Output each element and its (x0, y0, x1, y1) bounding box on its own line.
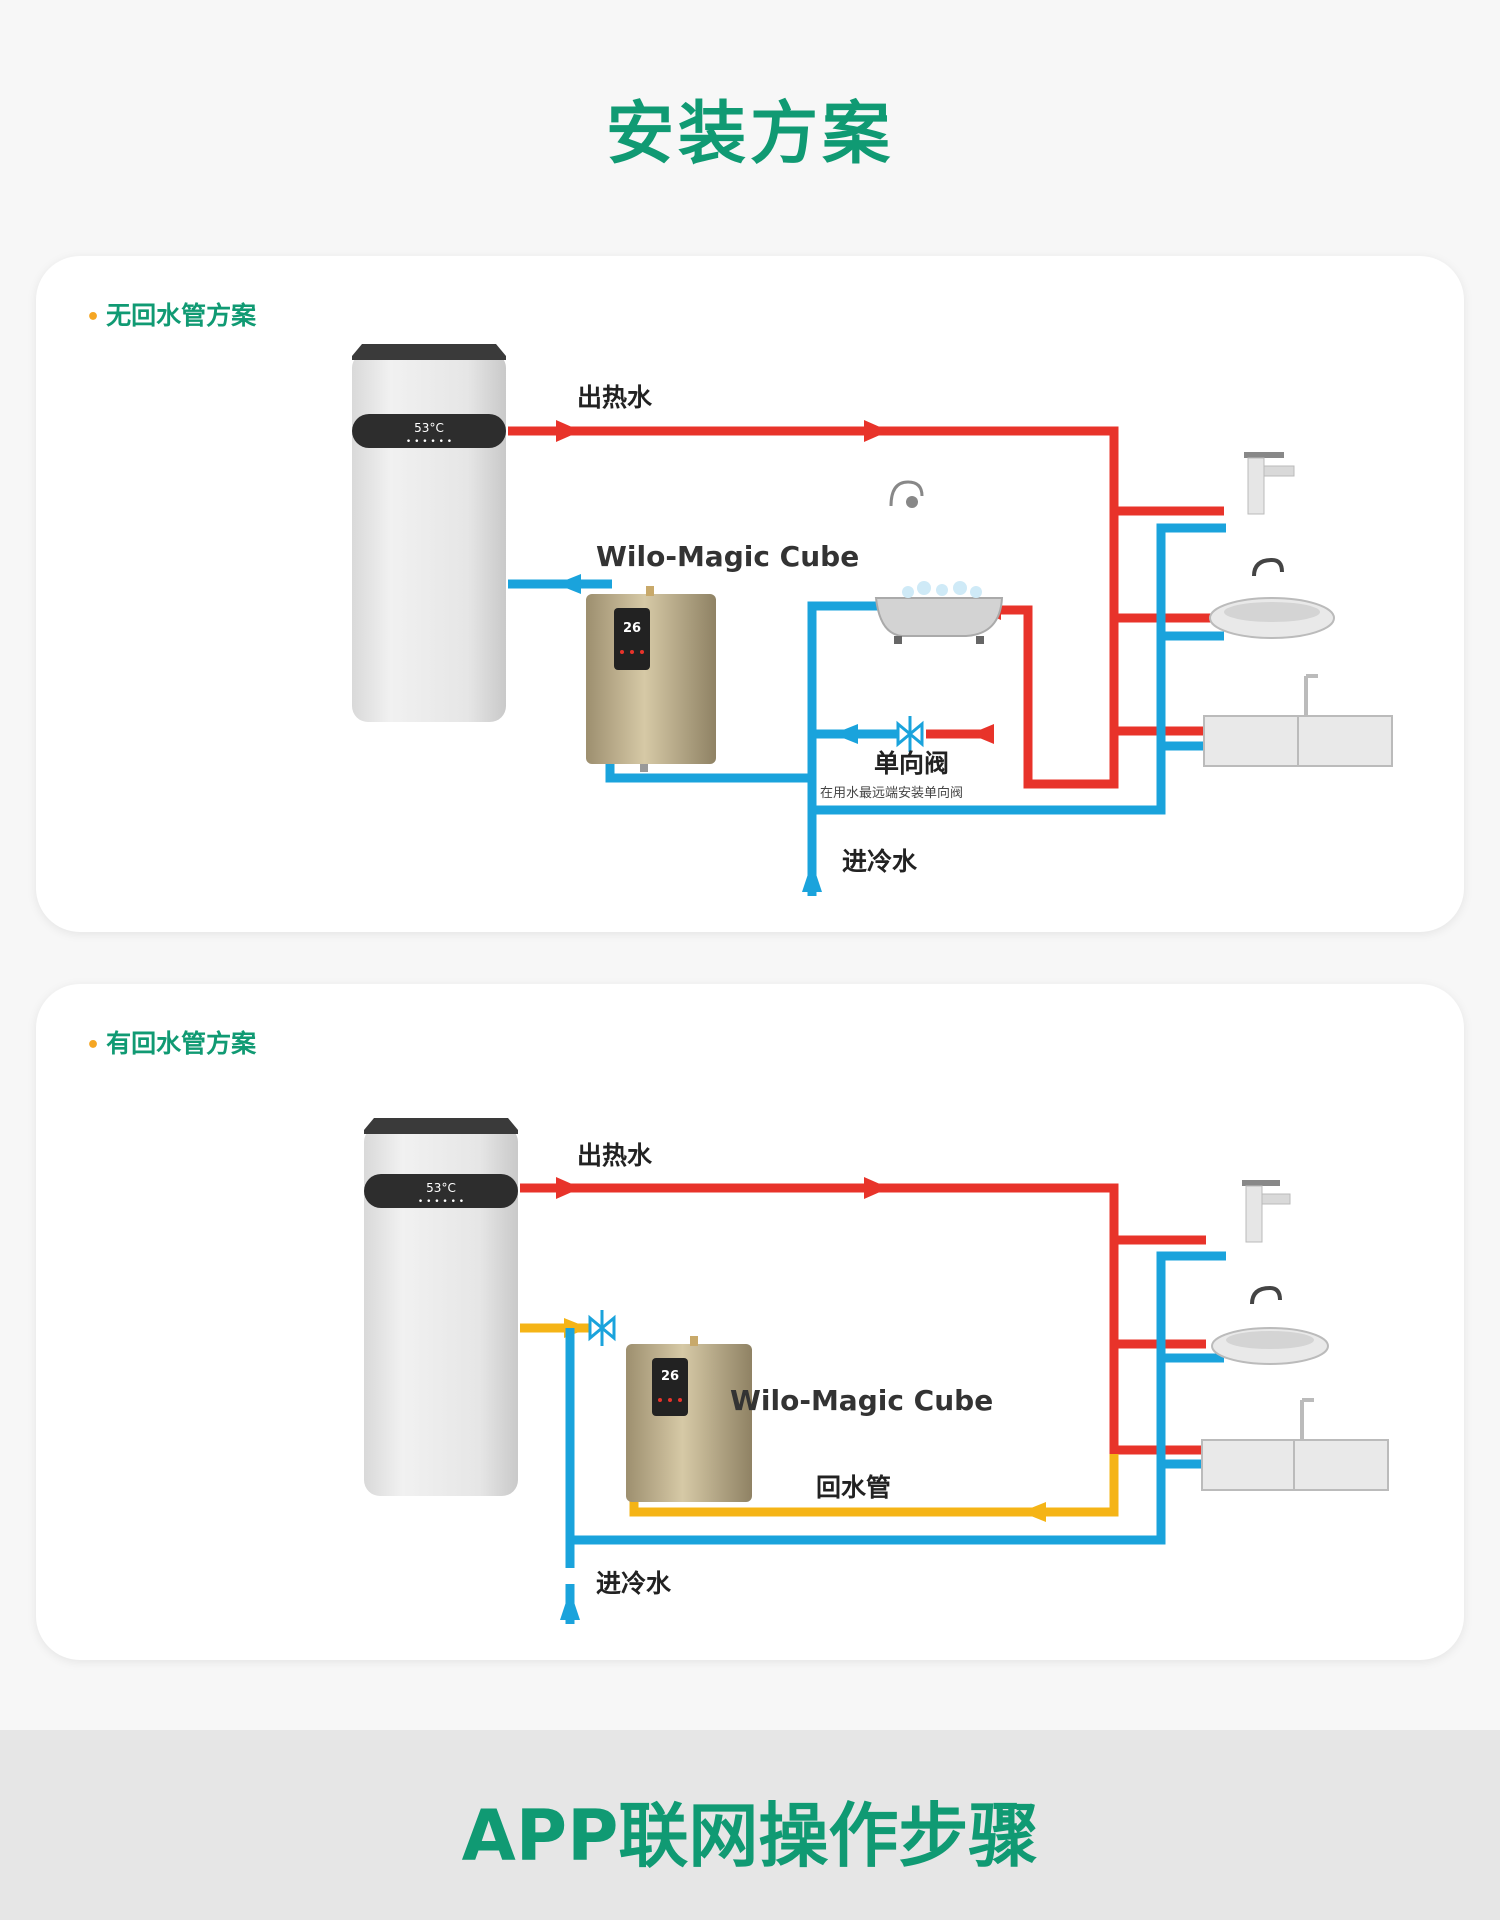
check-valve-label: 单向阀 (874, 749, 950, 778)
cold-water-pipe (508, 523, 1226, 896)
sink-icon (1209, 557, 1335, 639)
arrow-icon (556, 1177, 581, 1199)
page-title: 安装方案 (605, 95, 894, 174)
faucet-icon (1242, 1180, 1291, 1243)
hot-water-out-label: 出热水 (577, 383, 653, 412)
tank-temp-display: 53°C (426, 1181, 456, 1195)
cold-water-in-label: 进冷水 (596, 1569, 672, 1598)
footer-title: APP联网操作步骤 (461, 1795, 1039, 1877)
svg-text:• • • • • •: • • • • • • (418, 1197, 464, 1207)
hot-water-pipe (520, 1183, 1206, 1455)
water-tank: 53°C • • • • • • (352, 344, 506, 722)
check-valve-note: 在用水最远端安装单向阀 (820, 786, 964, 801)
magic-cube-device: 26 (626, 1336, 752, 1502)
device-label: Wilo-Magic Cube (596, 540, 860, 573)
hot-water-out-label: 出热水 (577, 1141, 653, 1170)
magic-cube-device: 26 (586, 586, 716, 772)
plumbing-diagram-no-return: 53°C • • • • • • (352, 344, 1393, 896)
scheme-label: •有回水管方案 (86, 1024, 256, 1060)
scheme-label: •无回水管方案 (86, 296, 256, 332)
arrow-icon (1021, 1502, 1046, 1522)
scheme-label-text: 有回水管方案 (106, 1029, 257, 1058)
check-valve-icon (588, 1310, 616, 1346)
footer-band: APP联网操作步骤 (0, 1730, 1500, 1920)
arrow-icon (864, 420, 889, 442)
water-tank: 53°C • • • • • • (364, 1118, 518, 1496)
arrow-icon (802, 862, 822, 892)
scheme-label-text: 无回水管方案 (106, 301, 257, 330)
kitchen-sink-icon (1201, 1398, 1389, 1491)
arrow-icon (556, 574, 581, 594)
scheme-card-no-return: •无回水管方案 53°C • • • • • • (36, 256, 1464, 932)
bullet-icon: • (86, 1033, 101, 1058)
bullet-icon: • (86, 305, 101, 330)
arrow-icon (864, 1177, 889, 1199)
tank-temp-display: 53°C (414, 421, 444, 435)
svg-text:• • • • • •: • • • • • • (406, 437, 452, 447)
svg-text:26: 26 (661, 1369, 679, 1384)
check-valve-icon (896, 716, 994, 752)
arrow-icon (556, 420, 581, 442)
return-pipe-label: 回水管 (816, 1473, 892, 1502)
bathtub-icon (874, 480, 1004, 644)
device-label: Wilo-Magic Cube (730, 1384, 994, 1417)
arrow-icon (833, 724, 858, 744)
sink-icon (1211, 1285, 1329, 1365)
kitchen-sink-icon (1203, 674, 1393, 767)
scheme-card-with-return: •有回水管方案 53°C • • • • • • (36, 984, 1464, 1660)
svg-text:26: 26 (623, 621, 641, 636)
faucet-icon (1244, 452, 1295, 515)
cold-water-pipe (565, 1251, 1226, 1568)
cold-water-in-label: 进冷水 (842, 847, 918, 876)
plumbing-diagram-with-return: 53°C • • • • • • (364, 1118, 1389, 1624)
